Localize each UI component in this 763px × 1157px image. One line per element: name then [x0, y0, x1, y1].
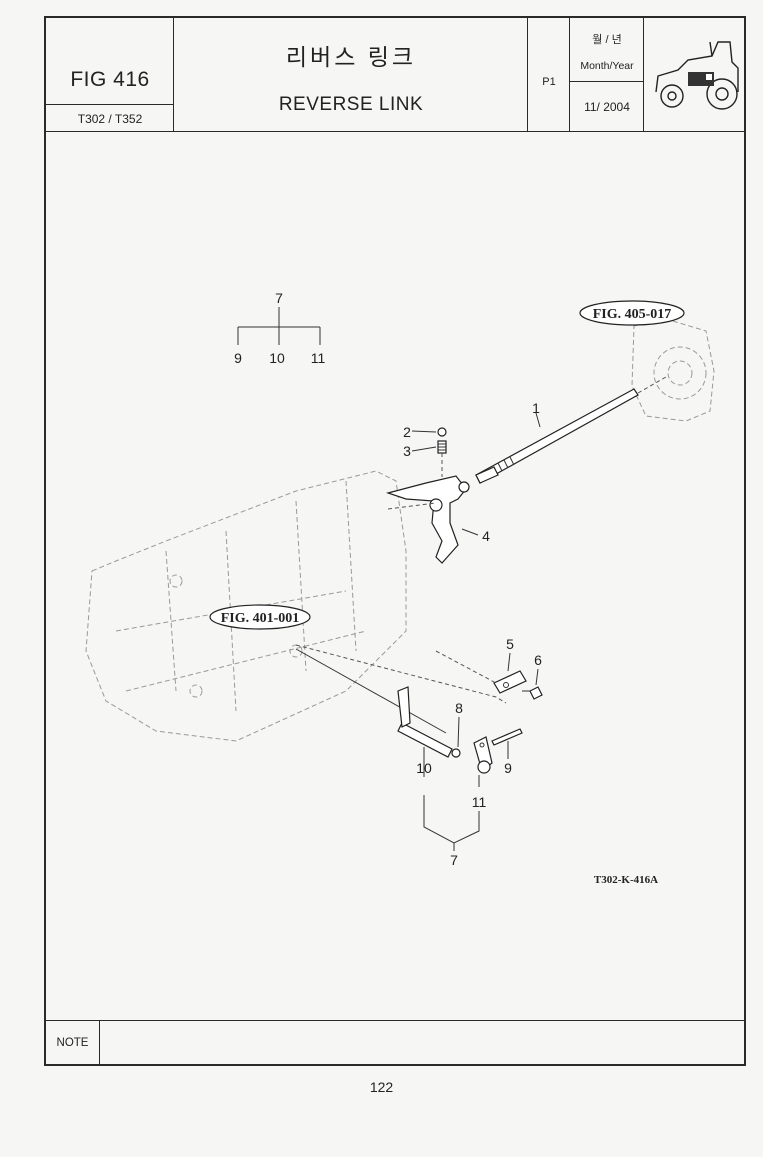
detent-ball [437, 427, 447, 437]
callout-5: 5 [506, 636, 514, 652]
fig-ref-405: FIG. 405-017 [593, 307, 672, 322]
issue-date: 11/ 2004 [584, 100, 630, 114]
callout-9b: 9 [504, 760, 512, 776]
divider [570, 81, 643, 82]
callout-9: 9 [234, 350, 242, 366]
plate-guide-line [435, 650, 497, 684]
callout-1: 1 [532, 400, 540, 416]
callout-2: 2 [403, 424, 411, 440]
note-label: NOTE [46, 1021, 100, 1065]
fig-ref-oval-401 [209, 604, 311, 630]
callout-8: 8 [455, 700, 463, 716]
shift-fork [385, 475, 470, 564]
callout-10b: 10 [416, 760, 432, 776]
fig-ref-oval-405 [579, 300, 685, 326]
fig-cell: FIG 416 T302 / T352 [46, 18, 174, 131]
title-korean: 리버스 링크 [285, 44, 417, 70]
callout-11b: 11 [472, 794, 487, 810]
note-row: NOTE [46, 1020, 744, 1065]
callout-3: 3 [403, 443, 411, 459]
plate-bolt [522, 686, 543, 700]
callout-6: 6 [534, 652, 542, 668]
detent-spring [437, 440, 447, 477]
callout-10: 10 [269, 350, 285, 366]
snap-ring [451, 748, 461, 758]
callout-11: 11 [311, 350, 326, 366]
month-year-korean: 월 / 년 [592, 34, 622, 46]
callout-4: 4 [482, 528, 490, 544]
link-shaft [295, 644, 507, 758]
logo-cell [644, 18, 744, 131]
page-code: P1 [542, 76, 556, 88]
fork-guide-line [387, 502, 437, 510]
model-number: T302 / T352 [77, 112, 143, 126]
title-english: REVERSE LINK [278, 94, 424, 115]
date-cell: 월 / 년 Month/Year 11/ 2004 [570, 18, 644, 131]
tractor-icon [655, 41, 739, 110]
figure-number: FIG 416 [70, 68, 150, 91]
exploded-parts-diagram: 7 9 10 11 1 2 3 4 5 6 8 9 10 11 7 FIG. 4… [85, 290, 715, 886]
title-cell: 리버스 링크 REVERSE LINK [174, 18, 528, 131]
callout-7: 7 [275, 290, 283, 306]
page-number: 122 [369, 1079, 394, 1095]
header-table: FIG 416 T302 / T352 리버스 링크 REVERSE LINK … [46, 18, 744, 132]
page-frame: FIG 416 T302 / T352 리버스 링크 REVERSE LINK … [44, 16, 746, 1066]
callout-tree-bottom [423, 747, 480, 851]
link-plate [493, 670, 527, 694]
roll-pin [491, 728, 523, 746]
page-cell: P1 [528, 18, 570, 131]
gear-housing-outline [631, 318, 715, 422]
divider [46, 104, 173, 105]
shift-rod [475, 376, 667, 484]
callout-tree-top [237, 307, 321, 345]
link-lever [473, 736, 493, 774]
month-year-label: Month/Year [580, 60, 634, 72]
drawing-code: T302-K-416A [594, 874, 658, 886]
callout-7b: 7 [450, 852, 458, 868]
fig-ref-401: FIG. 401-001 [221, 611, 300, 626]
